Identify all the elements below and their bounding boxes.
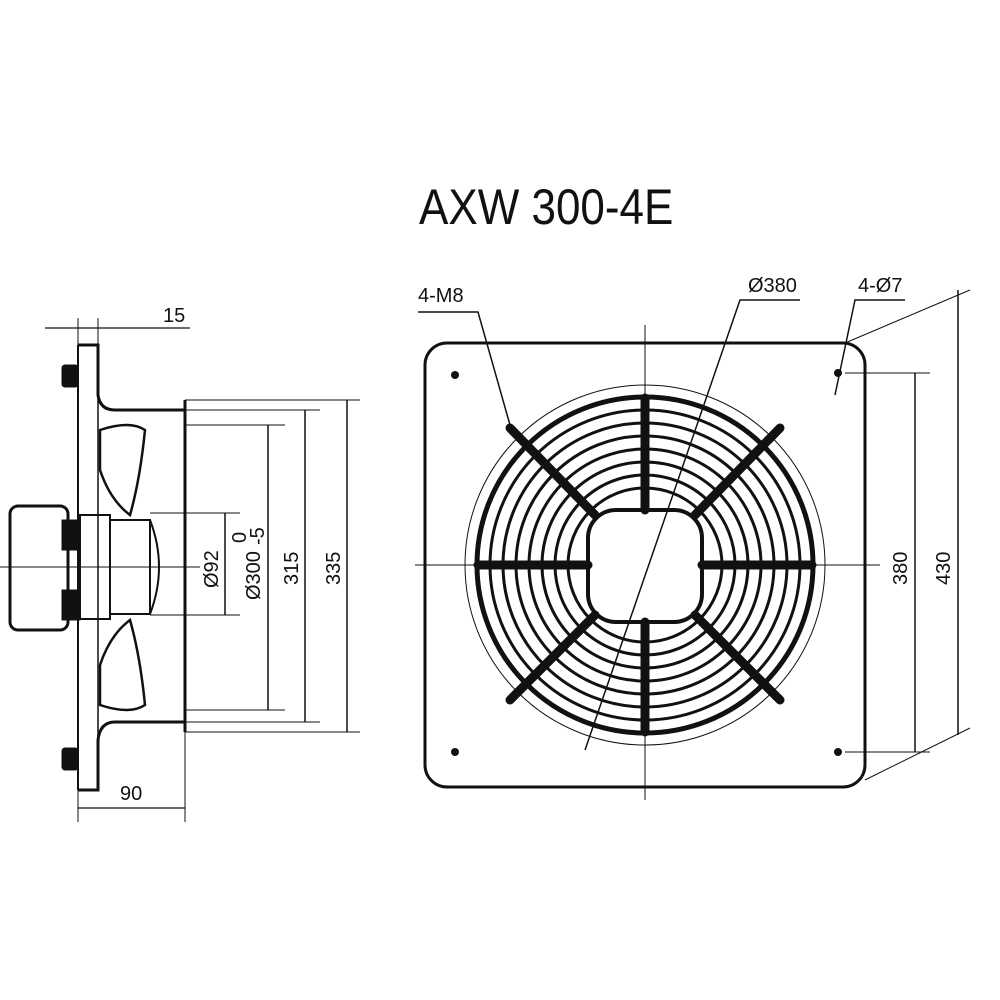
dim-335-label: 335 bbox=[323, 552, 345, 585]
dim-315-label: 315 bbox=[281, 552, 303, 585]
dim-hub-label: Ø92 bbox=[201, 550, 223, 588]
side-view: 15 90 Ø92 Ø300 0 -5 315 335 bbox=[0, 305, 360, 822]
dim-inner-label: Ø300 bbox=[243, 551, 265, 600]
holes-label: 4-Ø7 bbox=[858, 275, 902, 297]
front-view: 4-M8 Ø380 4-Ø7 380 430 bbox=[415, 275, 971, 800]
dim-inner-tol-upper: 0 bbox=[229, 532, 251, 543]
dim-flange-label: 15 bbox=[163, 305, 185, 327]
drawing-title: AXW 300-4E bbox=[419, 179, 674, 235]
guard-diameter-label: Ø380 bbox=[748, 275, 797, 297]
dim-depth-label: 90 bbox=[120, 783, 142, 805]
dim-inner-tol-lower: -5 bbox=[247, 527, 269, 545]
thread-label: 4-M8 bbox=[418, 285, 464, 307]
dim-380-label: 380 bbox=[890, 552, 912, 585]
dim-430-label: 430 bbox=[933, 552, 955, 585]
